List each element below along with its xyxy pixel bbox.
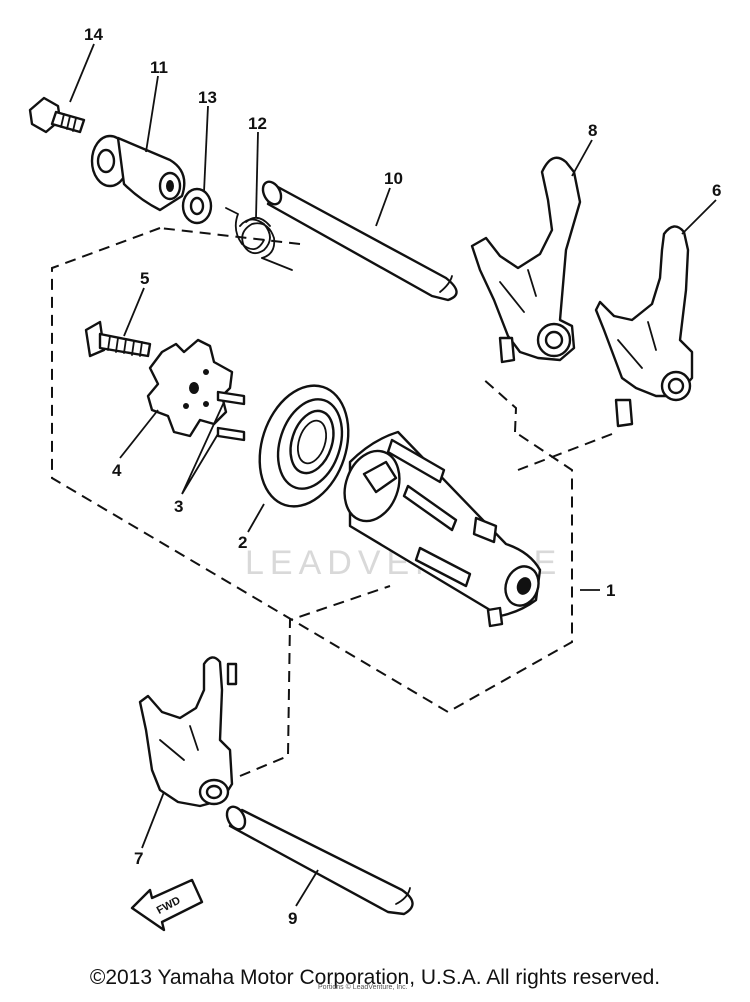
shaft-10 [261,180,458,302]
bearing-2 [258,384,350,508]
callout-12: 12 [248,114,267,133]
callout-1: 1 [606,581,615,600]
bolt-5 [84,320,152,358]
callout-3: 3 [174,497,183,516]
lever-11 [90,134,186,212]
assembly-boundary [51,227,573,714]
copyright-notice: ©2013 Yamaha Motor Corporation, U.S.A. A… [89,966,661,989]
leader-lines [69,43,717,907]
segment-4 [146,338,234,438]
callout-14: 14 [84,25,103,44]
callout-13: 13 [198,88,217,107]
dowel-pins-3 [216,390,246,442]
fork-7 [138,656,238,808]
fork-6 [594,225,694,428]
fork-7-dash-link [239,585,391,777]
spring-12 [225,207,293,271]
callout-8: 8 [588,121,597,140]
callout-2: 2 [238,533,247,552]
callout-4: 4 [112,461,122,480]
callout-11: 11 [150,58,168,77]
shaft-9 [225,805,414,916]
callout-5: 5 [140,269,149,288]
shift-cam-1 [343,430,542,628]
washer-13 [181,187,213,225]
callout-6: 6 [712,181,721,200]
callout-9: 9 [288,909,297,928]
sub-credit-text: Portions © LeadVenture, Inc. [318,984,408,991]
callout-10: 10 [384,169,403,188]
fork-8 [470,156,582,364]
forward-arrow-icon: FWD [130,878,204,932]
callout-7: 7 [134,849,143,868]
bolt-14 [28,96,86,134]
